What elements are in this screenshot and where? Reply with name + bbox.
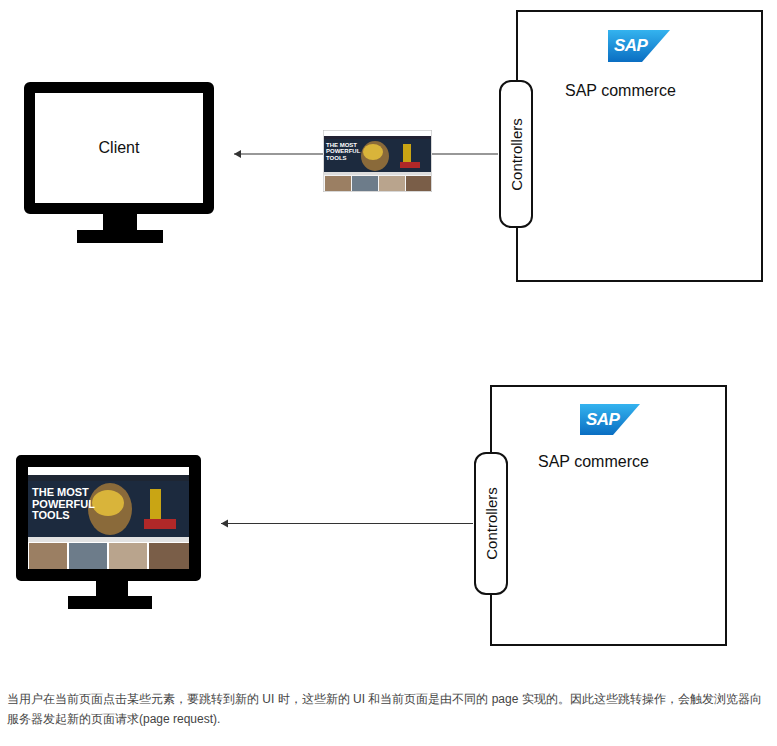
controller-box: Controllers xyxy=(474,452,508,595)
screenshot-part xyxy=(109,543,147,569)
monitor-base xyxy=(68,596,152,609)
arrow-line xyxy=(221,523,473,524)
screenshot-part xyxy=(28,537,189,542)
screenshot-part xyxy=(28,467,189,475)
client-monitor: Client xyxy=(24,82,214,214)
logo-text: SAP xyxy=(608,36,647,56)
screenshot-part xyxy=(144,519,176,529)
monitor-stand xyxy=(103,213,137,232)
screenshot-part xyxy=(92,490,124,516)
system-name: SAP commerce xyxy=(565,82,676,100)
screenshot-part xyxy=(28,481,189,537)
system-box: SAPSAP commerceControllers xyxy=(516,10,763,282)
controller-label: Controllers xyxy=(483,487,500,560)
sap-logo: SAP xyxy=(580,404,640,435)
screenshot-part xyxy=(149,543,189,569)
screenshot-part xyxy=(69,543,107,569)
sap-logo-fill xyxy=(608,30,670,62)
monitor-base xyxy=(77,230,163,243)
controller-box: Controllers xyxy=(499,80,533,228)
webpage-thumbnail xyxy=(323,130,432,192)
arrow-head xyxy=(221,520,228,528)
logo-text: SAP xyxy=(580,410,619,430)
controller-label: Controllers xyxy=(508,118,525,191)
screenshot-part xyxy=(28,475,189,481)
system-box: SAPSAP commerceControllers xyxy=(490,385,727,646)
screenshot-part xyxy=(150,489,161,519)
hero-text: THE MOST POWERFUL TOOLS xyxy=(32,487,102,522)
sap-logo: SAP xyxy=(608,30,670,62)
client-monitor: THE MOST POWERFUL TOOLS xyxy=(16,455,201,581)
client-label: Client xyxy=(99,139,140,157)
caption: 当用户在当前页面点击某些元素，要跳转到新的 UI 时，这些新的 UI 和当前页面… xyxy=(7,689,769,729)
screenshot-part xyxy=(29,543,67,569)
system-name: SAP commerce xyxy=(538,453,649,471)
monitor-stand xyxy=(96,580,128,597)
sap-logo-fill xyxy=(580,404,640,435)
thumbnail-text: THE MOST POWERFUL TOOLS xyxy=(326,142,360,161)
arrow-head xyxy=(234,150,241,158)
flow-arrow xyxy=(221,520,473,528)
